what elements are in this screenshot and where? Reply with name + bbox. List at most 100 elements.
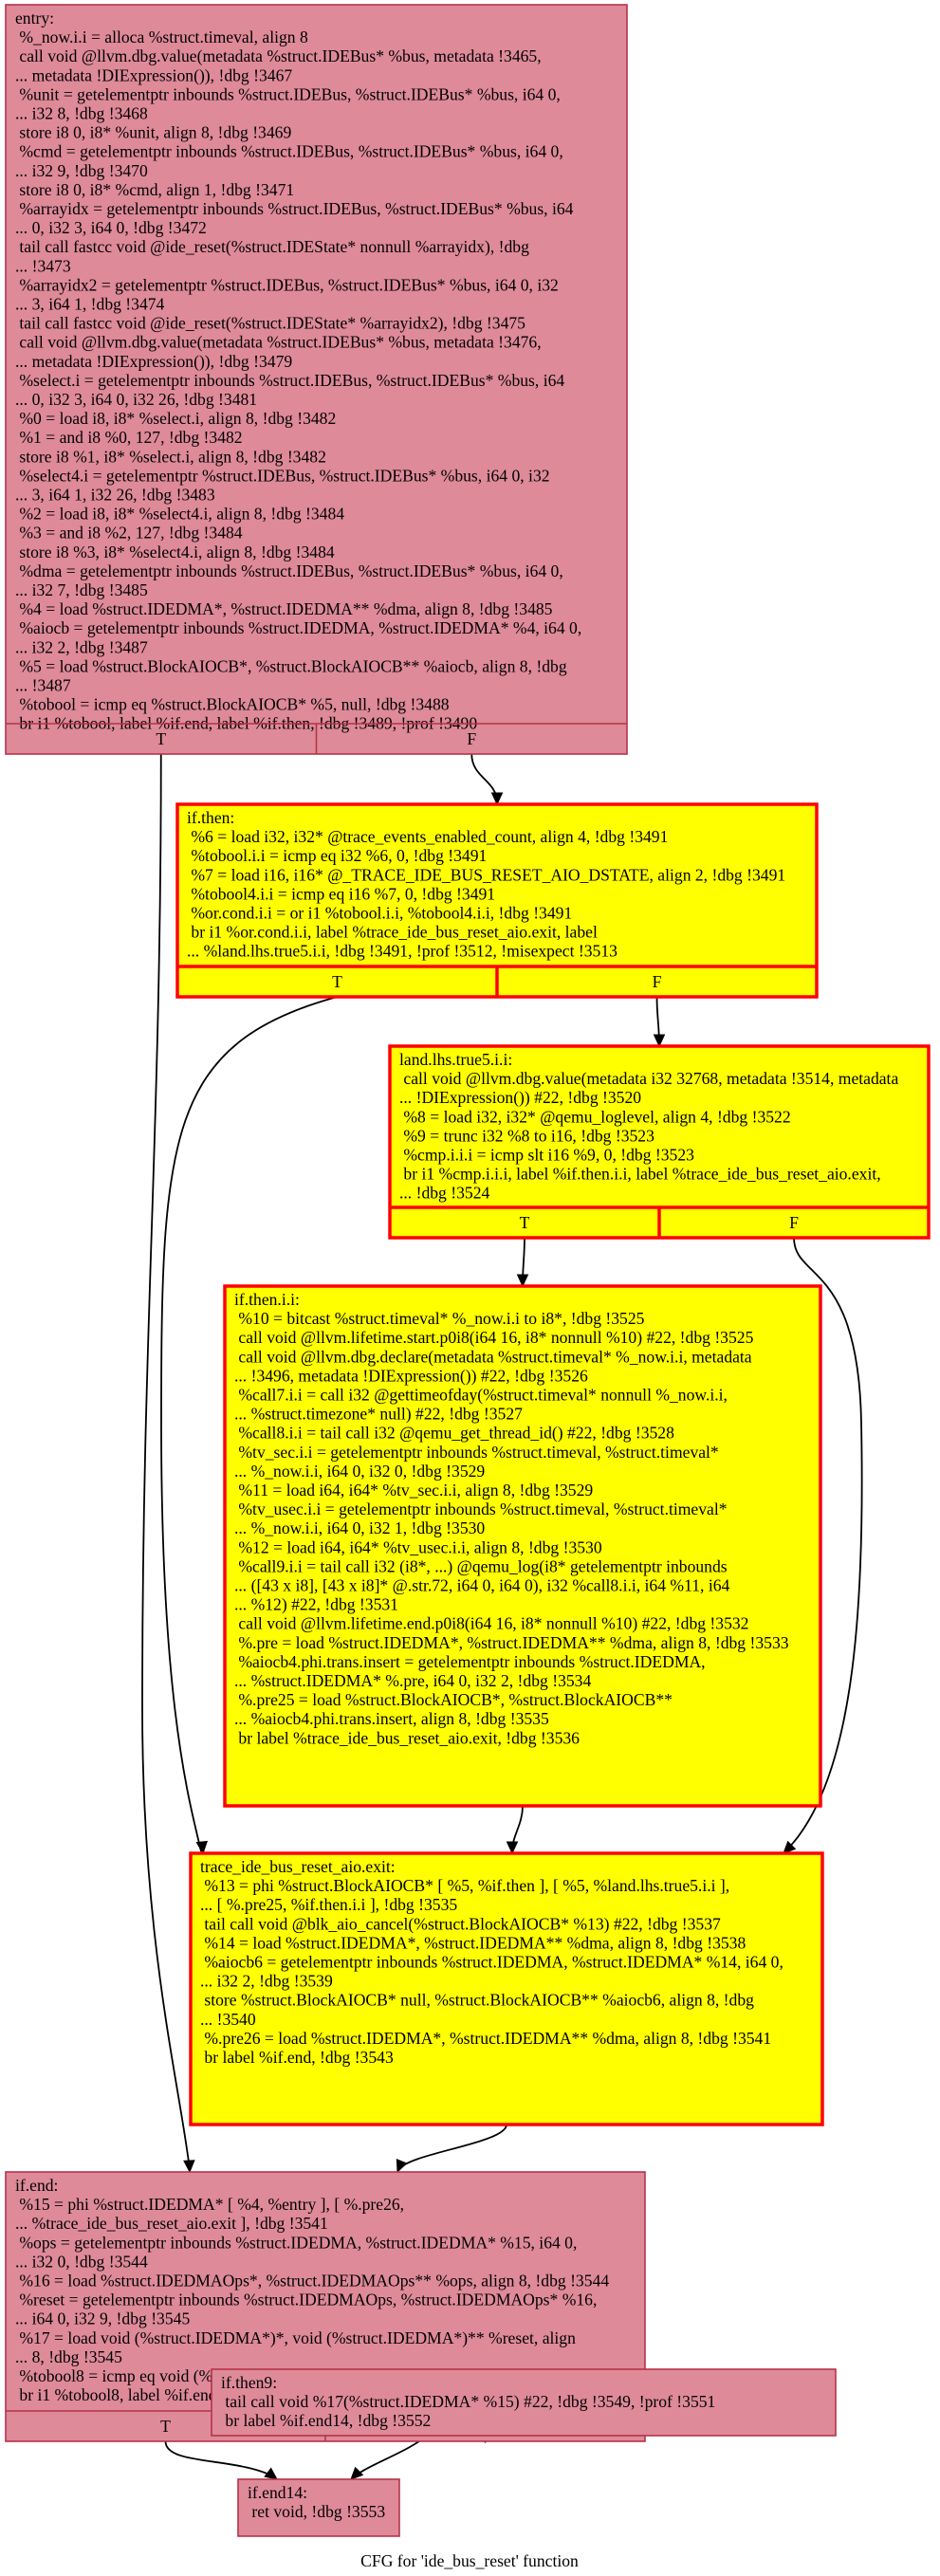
code-line: store i8 0, i8* %cmd, align 1, !dbg !347… [15, 180, 294, 199]
branch-label-t: T [156, 729, 166, 748]
block-label: if.then9: [221, 2373, 277, 2392]
code-line: ... %_now.i.i, i64 0, i32 1, !dbg !3530 [234, 1518, 485, 1537]
code-line: tail call void @blk_aio_cancel(%struct.B… [200, 1914, 721, 1933]
edge-land-lhs-true-to-if-then-i-i-arrowhead [516, 1274, 529, 1288]
code-line: ... i32 7, !dbg !3485 [15, 580, 148, 599]
edge-if-end-true-to-if-end14-arrowhead [264, 2467, 278, 2480]
block-label: if.end14: [248, 2483, 307, 2502]
code-line: %16 = load %struct.IDEDMAOps*, %struct.I… [15, 2272, 609, 2291]
edge-entry-true-to-if-end-arrowhead [183, 2160, 195, 2174]
block-label: if.end: [15, 2176, 58, 2195]
edge-entry-true-to-if-end [141, 753, 191, 2171]
code-line: %1 = and i8 %0, 127, !dbg !3482 [15, 428, 243, 447]
node-code: trace_ide_bus_reset_aio.exit: %13 = phi … [200, 1857, 783, 2067]
code-line: ... !3540 [200, 2010, 256, 2029]
node-if-then9: if.then9: tail call void %17(%struct.IDE… [211, 2368, 837, 2437]
code-line: ret void, !dbg !3553 [248, 2502, 385, 2521]
code-line: %aiocb = getelementptr inbounds %struct.… [15, 618, 581, 637]
code-line: br label %trace_ide_bus_reset_aio.exit, … [234, 1728, 580, 1747]
code-line: ... %_now.i.i, i64 0, i32 0, !dbg !3529 [234, 1462, 485, 1481]
edge-entry-false-to-if-then-arrowhead [490, 792, 504, 806]
code-line: br i1 %or.cond.i.i, label %trace_ide_bus… [187, 923, 598, 942]
code-line: ... metadata !DIExpression()), !dbg !347… [15, 352, 292, 371]
code-line: %_now.i.i = alloca %struct.timeval, alig… [15, 28, 308, 46]
code-line: %13 = phi %struct.BlockAIOCB* [ %5, %if.… [200, 1876, 729, 1895]
code-line: %aiocb4.phi.trans.insert = getelementptr… [234, 1652, 706, 1671]
code-line: ... i64 0, i32 9, !dbg !3545 [15, 2309, 190, 2328]
code-line: %10 = bitcast %struct.timeval* %_now.i.i… [234, 1309, 645, 1328]
block-label: if.then.i.i: [234, 1290, 300, 1309]
code-line: call void @llvm.dbg.value(metadata i32 3… [399, 1069, 898, 1088]
node-trace_ide_bus_reset_aio-exit: trace_ide_bus_reset_aio.exit: %13 = phi … [189, 1851, 824, 2126]
code-line: ... ([43 x i8], [43 x i8]* @.str.72, i64… [234, 1576, 729, 1595]
node-box [211, 2368, 837, 2437]
code-line: %.pre25 = load %struct.BlockAIOCB*, %str… [234, 1690, 673, 1709]
block-label: if.then: [187, 808, 234, 827]
code-line: ... 0, i32 3, i64 0, i32 26, !dbg !3481 [15, 390, 257, 409]
code-line: %9 = trunc i32 %8 to i16, !dbg !3523 [399, 1126, 654, 1145]
node-code: entry: %_now.i.i = alloca %struct.timeva… [15, 9, 581, 733]
node-box [189, 1851, 824, 2126]
block-label: entry: [15, 9, 54, 28]
edge-land-lhs-false-to-trace-exit [784, 1237, 863, 1852]
node-code: land.lhs.true5.i.i: call void @llvm.dbg.… [399, 1050, 898, 1203]
code-line: ... [ %.pre25, %if.then.i.i ], !dbg !353… [200, 1895, 457, 1914]
code-line: ... metadata !DIExpression()), !dbg !346… [15, 65, 292, 84]
code-line: %call8.i.i = tail call i32 @qemu_get_thr… [234, 1424, 674, 1443]
code-line: %aiocb6 = getelementptr inbounds %struct… [200, 1953, 783, 1972]
code-line: ... i32 2, !dbg !3539 [200, 1972, 333, 1991]
code-line: %tv_usec.i.i = getelementptr inbounds %s… [234, 1500, 728, 1518]
code-line: %8 = load i32, i32* @qemu_loglevel, alig… [399, 1107, 791, 1126]
node-box [175, 802, 819, 999]
edge-land-lhs-false-to-trace-exit-arrowhead [783, 1840, 797, 1854]
block-label: trace_ide_bus_reset_aio.exit: [200, 1857, 396, 1876]
block-label: land.lhs.true5.i.i: [399, 1050, 512, 1069]
edge-trace-exit-to-if-end [397, 2124, 507, 2171]
code-line: %cmd = getelementptr inbounds %struct.ID… [15, 142, 563, 161]
code-line: %call7.i.i = call i32 @gettimeofday(%str… [234, 1386, 728, 1405]
code-line: ... i32 0, !dbg !3544 [15, 2252, 148, 2271]
code-line: tail call fastcc void @ide_reset(%struct… [15, 237, 529, 256]
code-line: %arrayidx2 = getelementptr %struct.IDEBu… [15, 275, 559, 294]
code-line: ... 3, i64 1, i32 26, !dbg !3483 [15, 486, 215, 505]
edge-if-then-true-to-trace-exit-arrowhead [195, 1840, 209, 1855]
node-layer: entry: %_now.i.i = alloca %struct.timeva… [5, 4, 931, 2537]
node-code: if.end14: ret void, !dbg !3553 [248, 2483, 385, 2521]
edge-layer [141, 753, 863, 2480]
code-line: %11 = load i64, i64* %tv_sec.i.i, align … [234, 1481, 593, 1500]
code-line: %unit = getelementptr inbounds %struct.I… [15, 84, 561, 103]
code-line: %tobool.i.i = icmp eq i32 %6, 0, !dbg !3… [187, 846, 487, 865]
code-line: call void @llvm.lifetime.start.p0i8(i64 … [234, 1328, 754, 1347]
code-line: ... !3496, metadata !DIExpression()) #22… [234, 1366, 588, 1385]
code-line: call void @llvm.dbg.declare(metadata %st… [234, 1347, 752, 1366]
node-box [223, 1284, 822, 1808]
code-line: ... %land.lhs.true5.i.i, !dbg !3491, !pr… [187, 942, 617, 961]
code-line: br label %if.end14, !dbg !3552 [221, 2411, 431, 2430]
node-if-then: if.then: %6 = load i32, i32* @trace_even… [175, 802, 819, 999]
branch-label-t: T [520, 1213, 530, 1232]
code-line: ... !dbg !3524 [399, 1184, 489, 1203]
code-line: %dma = getelementptr inbounds %struct.ID… [15, 561, 563, 580]
code-line: ... i32 2, !dbg !3487 [15, 637, 148, 656]
branch-label-t: T [160, 2417, 171, 2436]
code-line: %select4.i = getelementptr %struct.IDEBu… [15, 466, 550, 485]
code-line: %6 = load i32, i32* @trace_events_enable… [187, 827, 668, 846]
code-line: %call9.i.i = tail call i32 (i8*, ...) @q… [234, 1556, 728, 1575]
code-line: %14 = load %struct.IDEDMA*, %struct.IDED… [200, 1933, 746, 1952]
code-line: store i8 %1, i8* %select.i, align 8, !db… [15, 447, 326, 466]
code-line: %.pre = load %struct.IDEDMA*, %struct.ID… [234, 1633, 789, 1652]
code-line: store i8 0, i8* %unit, align 8, !dbg !34… [15, 123, 291, 142]
code-line: ... %struct.timezone* null) #22, !dbg !3… [234, 1405, 523, 1424]
code-line: ... %trace_ide_bus_reset_aio.exit ], !db… [15, 2214, 328, 2233]
node-if-then-i-i: if.then.i.i: %10 = bitcast %struct.timev… [223, 1284, 822, 1808]
node-box [237, 2478, 400, 2537]
code-line: %ops = getelementptr inbounds %struct.ID… [15, 2233, 577, 2252]
code-line: ... %aiocb4.phi.trans.insert, align 8, !… [234, 1709, 549, 1728]
node-code: if.then.i.i: %10 = bitcast %struct.timev… [234, 1290, 789, 1747]
code-line: %2 = load i8, i8* %select4.i, align 8, !… [15, 505, 344, 524]
code-line: %or.cond.i.i = or i1 %tobool.i.i, %toboo… [187, 904, 572, 923]
code-line: %select.i = getelementptr inbounds %stru… [15, 371, 564, 390]
branch-label-t: T [332, 972, 342, 991]
code-line: %.pre26 = load %struct.IDEDMA*, %struct.… [200, 2029, 771, 2048]
code-line: ... i32 9, !dbg !3470 [15, 161, 148, 180]
